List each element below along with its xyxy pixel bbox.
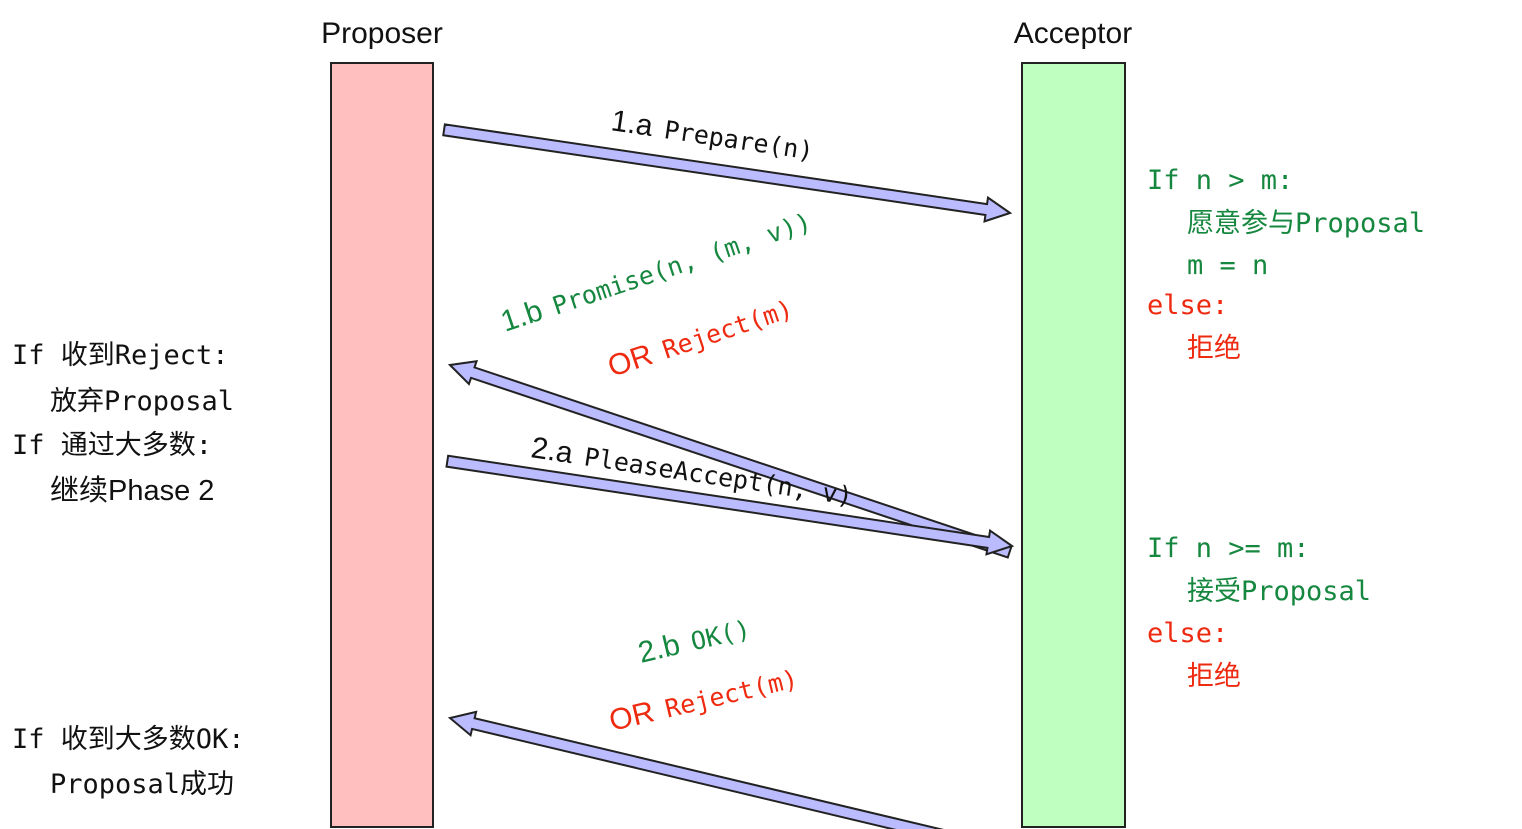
proposer-notes: If 收到Reject: 放弃Proposal If 通过大多数: 继续Phas… bbox=[12, 340, 245, 800]
acceptor-p1-else-line: 拒绝 bbox=[1187, 333, 1241, 364]
acceptor-p2-line1: 接受Proposal bbox=[1187, 576, 1371, 607]
proposer-note-majority-if: If 通过大多数: bbox=[12, 430, 212, 461]
acceptor-p1-cond: If n > m: bbox=[1147, 165, 1293, 196]
msg-2b-step: 2.b bbox=[635, 628, 683, 670]
proposer-note-majority-then: 继续Phase 2 bbox=[50, 474, 214, 507]
acceptor-notes-phase1: If n > m: 愿意参与Proposal m = n else: 拒绝 bbox=[1147, 165, 1425, 364]
proposer-note-ok-then: Proposal成功 bbox=[50, 769, 234, 800]
proposer-note-ok-if: If 收到大多数OK: bbox=[12, 724, 245, 755]
msg-1a-call: Prepare(n) bbox=[662, 115, 815, 166]
msg-1b-alt: OR Reject(m) bbox=[604, 291, 797, 383]
msg-1b-or: OR bbox=[604, 338, 657, 384]
msg-2b-or: OR bbox=[606, 695, 657, 738]
msg-2b-reject: Reject(m) bbox=[662, 664, 801, 724]
arrow-1b-promise bbox=[447, 360, 1013, 559]
msg-2b-label: 2.b OK() bbox=[635, 611, 753, 670]
msg-2b-alt: OR Reject(m) bbox=[606, 661, 801, 738]
msg-1a-step: 1.a bbox=[609, 104, 655, 143]
arrow-2a-please-accept bbox=[445, 454, 1015, 556]
acceptor-notes-phase2: If n >= m: 接受Proposal else: 拒绝 bbox=[1147, 533, 1371, 692]
acceptor-p1-line1: 愿意参与Proposal bbox=[1187, 208, 1425, 239]
acceptor-p2-else: else: bbox=[1147, 618, 1228, 649]
arrow-1a-prepare bbox=[442, 123, 1013, 223]
msg-2b-call: OK() bbox=[688, 614, 753, 656]
msg-2a-step: 2.a bbox=[529, 431, 575, 470]
acceptor-p2-else-line: 拒绝 bbox=[1187, 661, 1241, 692]
msg-1b-step: 1.b bbox=[497, 294, 547, 339]
msg-1b-reject: Reject(m) bbox=[659, 294, 797, 364]
proposer-note-reject-then: 放弃Proposal bbox=[50, 386, 234, 417]
proposer-title: Proposer bbox=[321, 17, 443, 50]
proposer-note-reject-if: If 收到Reject: bbox=[12, 340, 229, 371]
acceptor-p1-line2: m = n bbox=[1187, 250, 1268, 281]
arrow-2b-ok bbox=[447, 710, 1014, 829]
acceptor-lifeline bbox=[1021, 62, 1126, 828]
proposer-lifeline bbox=[330, 62, 434, 828]
acceptor-title: Acceptor bbox=[1014, 17, 1132, 50]
acceptor-p2-cond: If n >= m: bbox=[1147, 533, 1310, 564]
acceptor-p1-else: else: bbox=[1147, 290, 1228, 321]
